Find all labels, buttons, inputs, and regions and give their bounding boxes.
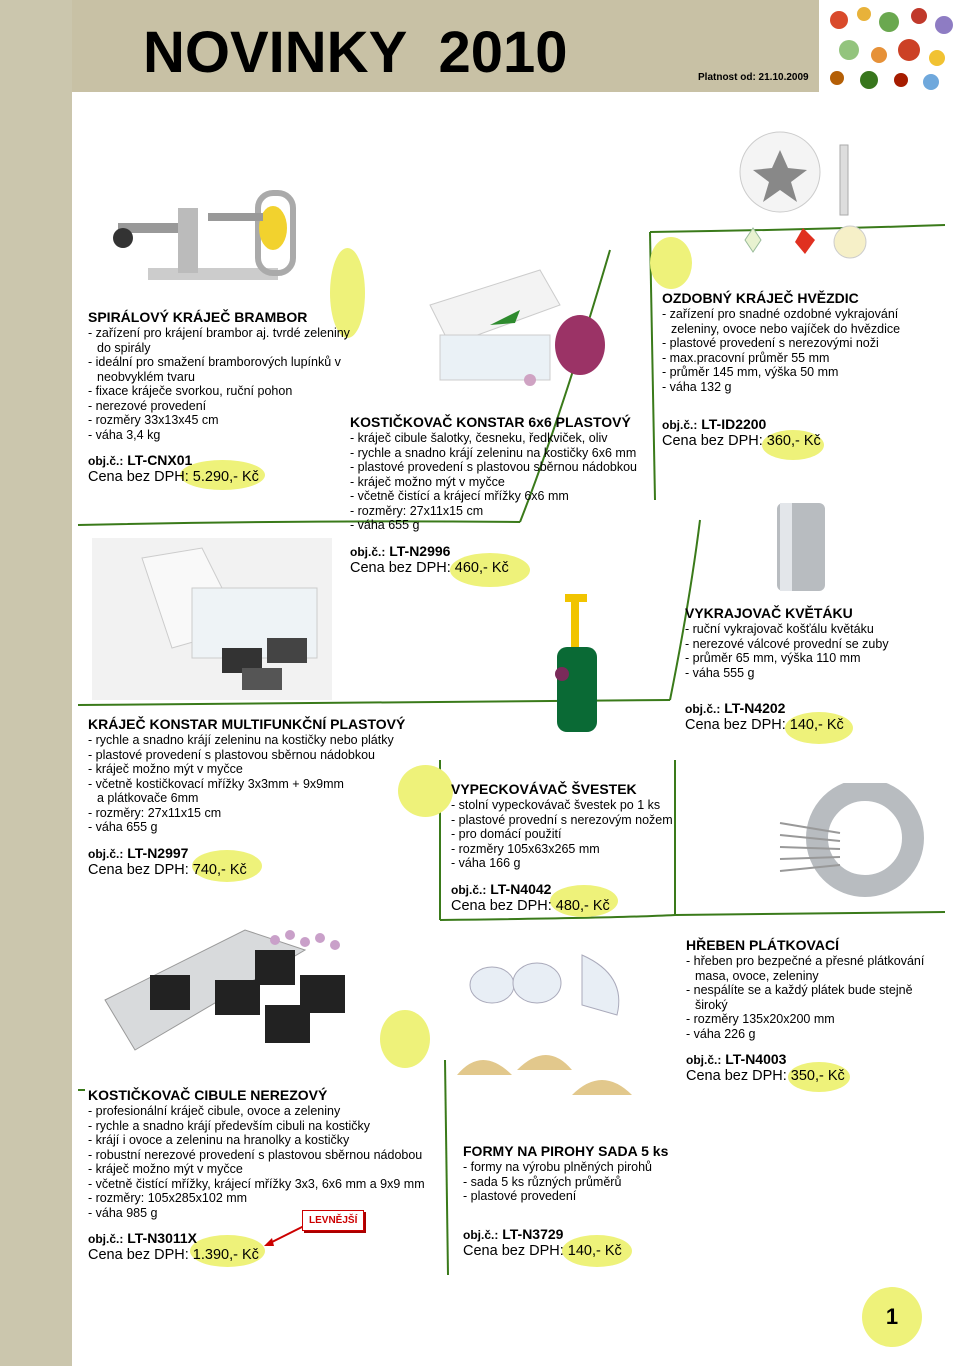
price-highlight xyxy=(190,1235,265,1267)
spiral-cutter-image xyxy=(108,168,308,293)
price-highlight xyxy=(562,1235,632,1267)
plum-pitter-image xyxy=(535,592,615,737)
product-star-cutter: OZDOBNÝ KRÁJEČ HVĚZDIC - zařízení pro sn… xyxy=(662,290,901,449)
price-highlight xyxy=(550,885,618,917)
cheaper-badge: LEVNĚJŠÍ xyxy=(302,1210,365,1231)
validity-date: Platnost od: 21.10.2009 xyxy=(698,72,809,83)
product-spiral-cutter: SPIRÁLOVÝ KRÁJEČ BRAMBOR - zařízení pro … xyxy=(88,309,350,485)
header-corner-illustration xyxy=(819,0,960,92)
price-highlight xyxy=(788,1062,850,1092)
page-number: 1 xyxy=(862,1287,922,1347)
price-highlight xyxy=(192,850,262,882)
page-title: NOVINKY 2010 xyxy=(143,20,568,85)
badge-arrow-icon xyxy=(264,1223,309,1246)
product-konstar6: KOSTIČKOVAČ KONSTAR 6x6 PLASTOVÝ - kráje… xyxy=(350,414,637,576)
decorative-blob xyxy=(380,1010,430,1068)
left-sidebar-band xyxy=(0,0,72,1366)
konstar6-image xyxy=(420,265,610,393)
price-highlight xyxy=(762,430,824,460)
decorative-blob xyxy=(330,248,365,338)
star-cutter-image xyxy=(725,130,875,268)
product-slicing-comb: HŘEBEN PLÁTKOVACÍ - hřeben pro bezpečné … xyxy=(686,937,925,1084)
price-highlight xyxy=(785,712,853,744)
multi-cutter-image xyxy=(92,538,332,700)
product-multi-cutter: KRÁJEČ KONSTAR MULTIFUNKČNÍ PLASTOVÝ - r… xyxy=(88,716,406,878)
product-onion-cutter: KOSTIČKOVAČ CIBULE NEREZOVÝ - profesioná… xyxy=(88,1087,425,1263)
onion-cutter-image xyxy=(95,910,365,1060)
slicing-comb-image xyxy=(760,779,930,913)
dumpling-molds-image xyxy=(452,945,642,1125)
product-cauliflower-corer: VYKRAJOVAČ KVĚTÁKU - ruční vykrajovač ko… xyxy=(685,605,889,733)
decorative-blob xyxy=(398,765,453,817)
product-plum-pitter: VYPECKOVÁVAČ ŠVESTEK - stolní vypeckováv… xyxy=(451,781,673,914)
price-highlight xyxy=(450,553,530,587)
price-highlight xyxy=(180,460,265,490)
decorative-blob xyxy=(650,237,692,289)
product-dumpling-molds: FORMY NA PIROHY SADA 5 ks - formy na výr… xyxy=(463,1143,669,1259)
cauliflower-corer-image xyxy=(772,495,832,595)
header-band xyxy=(72,0,819,92)
